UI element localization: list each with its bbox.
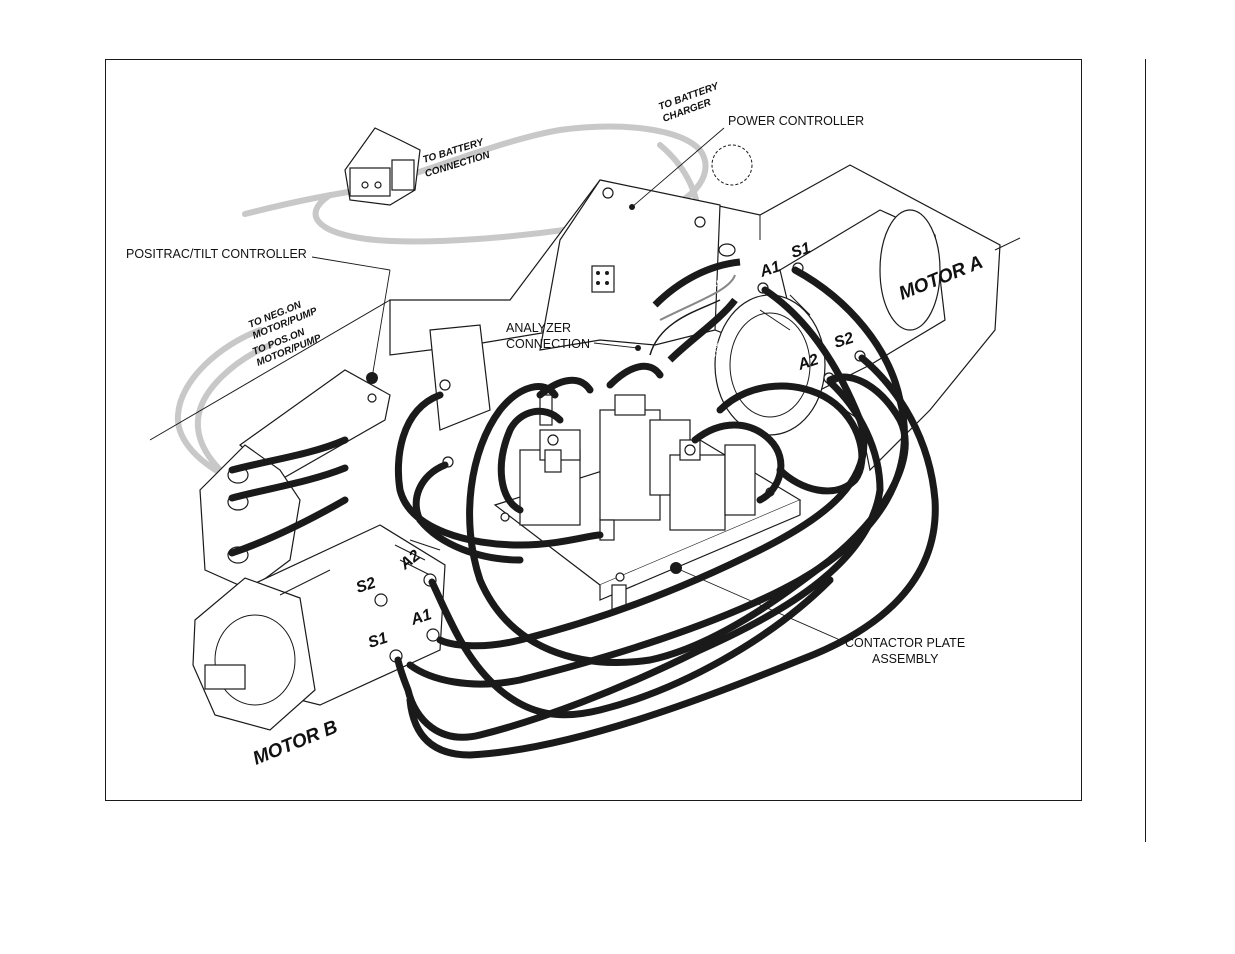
label-contactor-plate-2: ASSEMBLY [872,652,939,666]
power-controller [539,144,753,351]
motor-a-terminal-labels: A1 S1 A2 S2 [757,240,856,375]
motor-b-terminal-s2: S2 [354,575,378,597]
motor-a-terminal-s2: S2 [832,330,856,352]
generator-wires [649,243,741,363]
contactor-left [519,429,581,526]
positrac-tilt-controller [239,324,491,481]
motor-b [192,524,446,731]
leader-lines [311,127,841,641]
page-edge-rule [1145,59,1146,842]
contactor-right [669,439,756,531]
label-power-controller: POWER CONTROLLER [728,114,864,128]
motor-a-terminal-a2: A2 [795,351,821,374]
battery-connector [344,127,421,206]
contactor-plate-assembly [493,394,802,611]
label-positrac-tilt-controller: POSITRAC/TILT CONTROLLER [126,247,307,261]
figure-frame [105,59,1082,801]
label-analyzer-connection-2: CONNECTION [506,337,590,351]
motor-b-terminal-s1: S1 [366,630,390,652]
motor-b-terminal-a1: A1 [408,606,434,629]
power-cables [228,266,939,759]
motor-a-terminal-a1: A1 [757,258,783,281]
label-analyzer-connection-1: ANALYZER [506,321,571,335]
connector-block [591,265,615,293]
motor-a-terminal-s1: S1 [789,240,813,262]
label-contactor-plate-1: CONTACTOR PLATE [845,636,965,650]
